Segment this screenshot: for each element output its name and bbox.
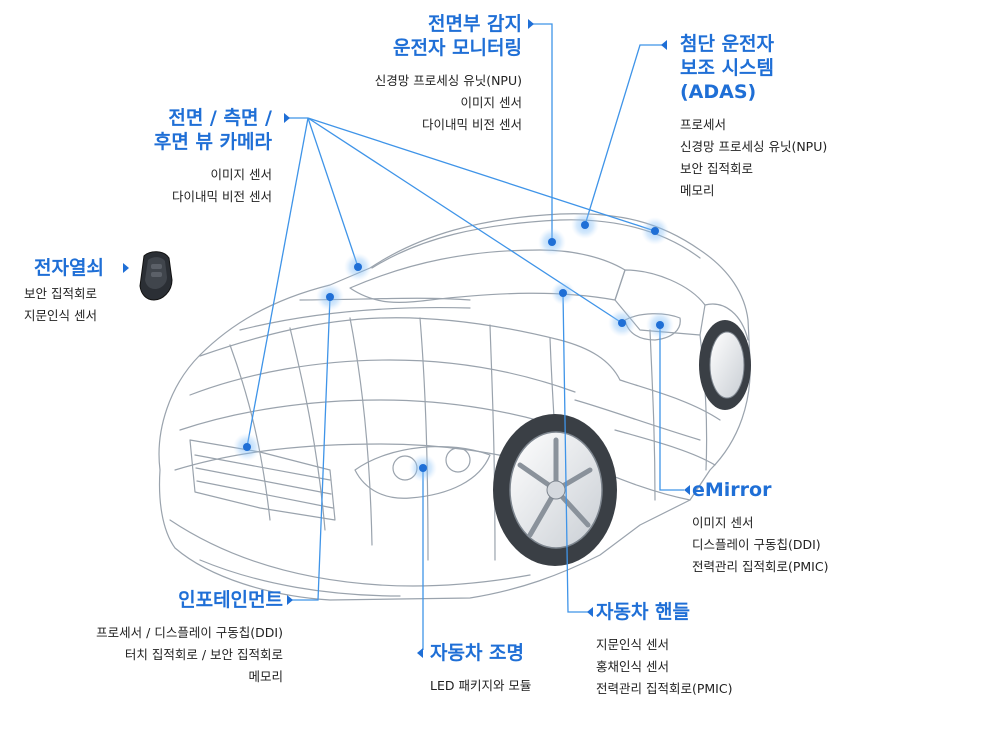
label-title: 전자열쇠 (34, 257, 104, 279)
rear-wheel (699, 320, 751, 410)
label-items: 보안 집적회로 지문인식 센서 (24, 286, 97, 323)
label-key: 전자열쇠 (34, 256, 104, 280)
pointer-triangle-icon (123, 263, 129, 273)
label-front-monitor: 전면부 감지 운전자 모니터링 신경망 프로세싱 유닛(NPU) 이미지 센서 … (375, 12, 522, 136)
label-adas: 첨단 운전자 보조 시스템 (ADAS) 프로세서 신경망 프로세싱 유닛(NP… (680, 32, 827, 202)
sensor-dots (233, 211, 674, 482)
label-title: 자동차 조명 (430, 642, 525, 664)
pointer-triangle-icon (684, 485, 690, 495)
label-key-items: 보안 집적회로 지문인식 센서 (24, 283, 97, 327)
label-items: 이미지 센서 디스플레이 구동칩(DDI) 전력관리 집적회로(PMIC) (692, 515, 829, 574)
key-fob-icon (139, 251, 173, 301)
pointer-triangle-icon (287, 595, 293, 605)
front-wheel (493, 414, 617, 566)
label-title: eMirror (692, 479, 772, 501)
label-emirror: eMirror 이미지 센서 디스플레이 구동칩(DDI) 전력관리 집적회로(… (692, 478, 828, 578)
label-items: 신경망 프로세싱 유닛(NPU) 이미지 센서 다이내믹 비전 센서 (374, 73, 522, 132)
pointer-triangle-icon (284, 113, 290, 123)
label-infotainment: 인포테인먼트 프로세서 / 디스플레이 구동칩(DDI) 터치 집적회로 / 보… (96, 588, 283, 688)
label-title: 전면부 감지 운전자 모니터링 (393, 13, 522, 59)
label-items: 지문인식 센서 홍채인식 센서 전력관리 집적회로(PMIC) (596, 637, 733, 696)
connector-lines (246, 23, 684, 650)
label-items: 이미지 센서 다이내믹 비전 센서 (172, 167, 272, 204)
label-title: 첨단 운전자 보조 시스템 (ADAS) (680, 33, 775, 103)
label-cameras: 전면 / 측면 / 후면 뷰 카메라 이미지 센서 다이내믹 비전 센서 (154, 106, 272, 208)
label-items: 프로세서 신경망 프로세싱 유닛(NPU) 보안 집적회로 메모리 (680, 117, 828, 198)
pointer-triangle-icon (528, 19, 534, 29)
label-title: 자동차 핸들 (596, 601, 691, 623)
pointer-triangle-icon (661, 40, 667, 50)
pointer-triangle-icon (417, 648, 423, 658)
label-items: 프로세서 / 디스플레이 구동칩(DDI) 터치 집적회로 / 보안 집적회로 … (96, 625, 283, 684)
label-title: 전면 / 측면 / 후면 뷰 카메라 (153, 107, 272, 153)
label-items: LED 패키지와 모듈 (430, 678, 532, 693)
label-lighting: 자동차 조명 LED 패키지와 모듈 (430, 641, 531, 697)
pointer-triangle-icon (587, 607, 593, 617)
label-title: 인포테인먼트 (178, 589, 283, 611)
label-handle: 자동차 핸들 지문인식 센서 홍채인식 센서 전력관리 집적회로(PMIC) (596, 600, 732, 700)
